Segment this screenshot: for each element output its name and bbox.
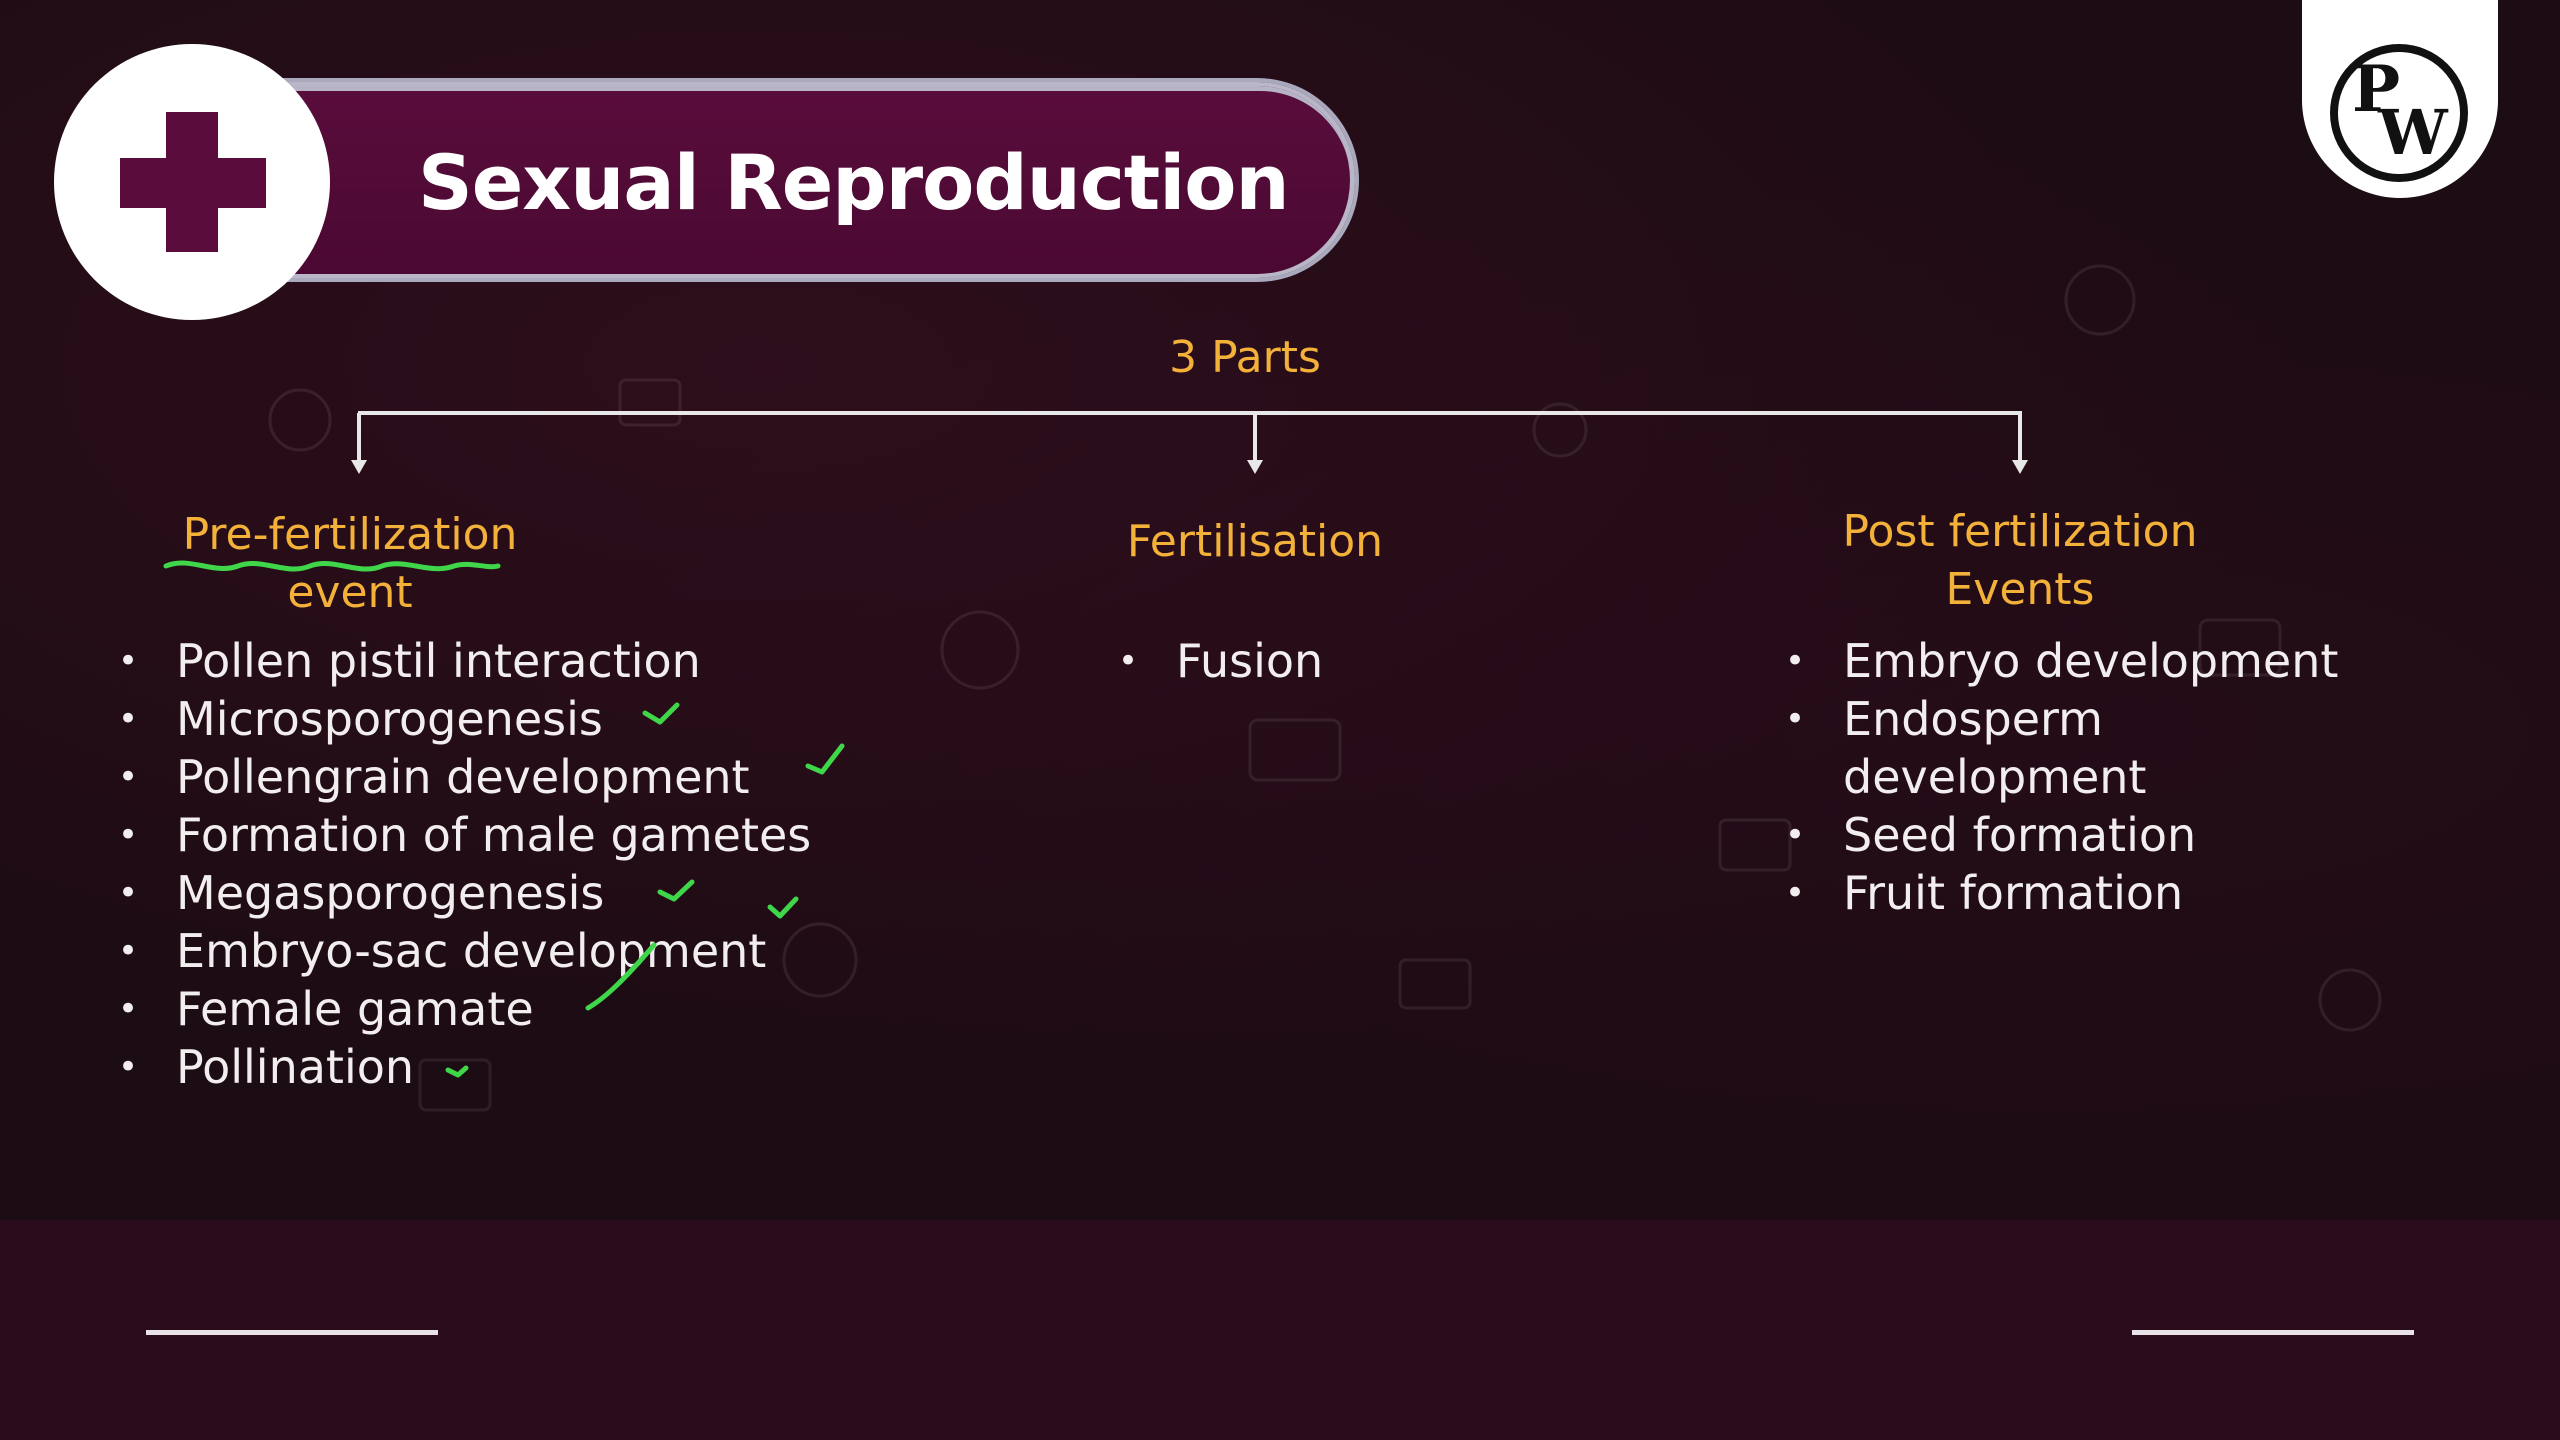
pre-fertilization-list: • Pollen pistil interaction • Microsporoge… (118, 632, 811, 1096)
column-heading-post-fertilization: Post fertilization Events (1780, 503, 2260, 619)
list-item: • Endosperm development (1785, 690, 2283, 806)
list-item-text: Megasporogenesis (176, 866, 605, 920)
list-item: • Embryo development (1785, 632, 2338, 690)
fertilisation-list: • Fusion (1118, 632, 1323, 690)
heading-line: event (287, 567, 413, 618)
checkmark-icon (767, 896, 799, 919)
list-item-text: Endosperm development (1843, 692, 2147, 804)
checkmark-icon (585, 942, 657, 1011)
pw-logo-letter-w: W (2378, 96, 2448, 169)
list-item: • Microsporogenesis (118, 690, 811, 748)
bullet-icon: • (1785, 699, 1806, 739)
bullet-icon: • (118, 699, 139, 739)
footer-rule-right (2132, 1330, 2414, 1335)
list-item-text: Microsporogenesis (176, 692, 603, 746)
handwritten-annotations (163, 560, 845, 1078)
plus-icon-horizontal (120, 158, 266, 208)
list-item-text: Fruit formation (1843, 866, 2184, 920)
list-item: • Fruit formation (1785, 864, 2338, 922)
checkmark-icon (642, 702, 680, 725)
list-item-text: Female gamate (176, 982, 534, 1036)
bullet-icon: • (118, 815, 139, 855)
list-item: • Megasporogenesis (118, 864, 811, 922)
list-item-text: Pollen pistil interaction (176, 634, 701, 688)
list-item: • Female gamate (118, 980, 811, 1038)
pw-logo-letter-p: P (2352, 52, 2401, 127)
list-item: • Formation of male gametes (118, 806, 811, 864)
heading-line: Events (1945, 564, 2095, 615)
list-item-text: Formation of male gametes (176, 808, 812, 862)
bullet-icon: • (118, 1047, 139, 1087)
column-heading-fertilisation: Fertilisation (1126, 516, 1384, 567)
list-item: • Fusion (1118, 632, 1323, 690)
heading-line: Post fertilization (1842, 506, 2198, 557)
bullet-icon: • (1785, 815, 1806, 855)
bullet-icon: • (118, 757, 139, 797)
list-item-text: Pollination (176, 1040, 415, 1094)
list-item: • Pollen pistil interaction (118, 632, 811, 690)
column-heading-pre-fertilization: Pre-fertilization event (140, 506, 560, 622)
heading-line: Pre-fertilization (182, 509, 518, 560)
list-item-text: Embryo-sac development (176, 924, 767, 978)
bullet-icon: • (1785, 641, 1806, 681)
post-fertilization-list: • Embryo development • Endosperm developme… (1785, 632, 2338, 922)
tree-connector (351, 411, 2028, 474)
list-item-text: Embryo development (1843, 634, 2339, 688)
checkmark-icon (657, 879, 695, 902)
checkmark-icon (445, 1065, 469, 1078)
list-item-text: Seed formation (1843, 808, 2197, 862)
bullet-icon: • (118, 989, 139, 1029)
pw-logo-ring (2330, 44, 2468, 182)
parts-label: 3 Parts (1169, 332, 1321, 383)
list-item-text: Fusion (1176, 634, 1324, 688)
list-item: • Pollengrain development (118, 748, 811, 806)
list-item-text: Pollengrain development (176, 750, 750, 804)
bullet-icon: • (1785, 873, 1806, 913)
footer-rule-left (146, 1330, 438, 1335)
list-item: • Pollination (118, 1038, 811, 1096)
bullet-icon: • (1118, 641, 1139, 681)
bullet-icon: • (118, 641, 139, 681)
underline-annotation (163, 560, 501, 572)
list-item: • Seed formation (1785, 806, 2338, 864)
slide-title: Sexual Reproduction (418, 138, 1290, 227)
bullet-icon: • (118, 931, 139, 971)
checkmark-icon (805, 743, 845, 775)
title-banner (245, 82, 1355, 278)
list-item: • Embryo-sac development (118, 922, 811, 980)
bullet-icon: • (118, 873, 139, 913)
